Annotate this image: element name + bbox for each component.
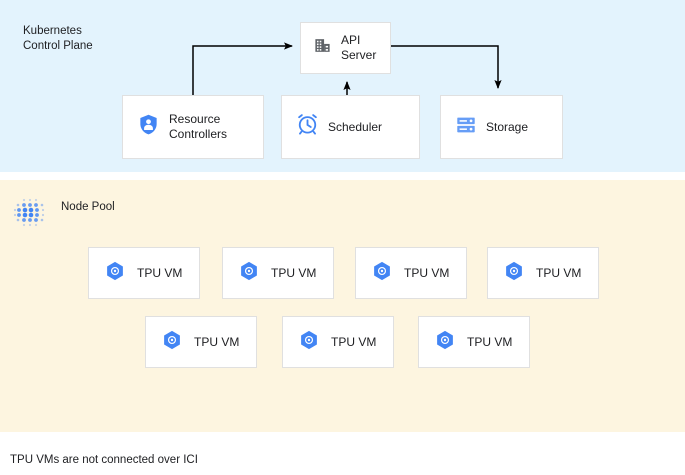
tpu-hexagon-icon [503,260,525,287]
tpu-hexagon-icon [434,329,456,356]
alarm-clock-icon [296,113,319,141]
node-storage-label: Storage [486,119,529,134]
node-resource-controllers-label: Resource Controllers [169,112,228,141]
node-tpu-vm-label: TPU VM [271,265,317,280]
node-tpu-vm-label: TPU VM [137,265,183,280]
server-rack-icon [455,114,477,141]
node-tpu-vm-label: TPU VM [536,265,582,280]
node-tpu-vm-label: TPU VM [331,334,377,349]
node-tpu-vm[interactable]: TPU VM [418,316,530,368]
node-pool-label: Node Pool [61,201,115,213]
tpu-hexagon-icon [161,329,183,356]
node-tpu-vm[interactable]: TPU VM [88,247,200,299]
footer-caption: TPU VMs are not connected over ICI [10,454,198,466]
node-tpu-vm-label: TPU VM [467,334,513,349]
node-scheduler-label: Scheduler [328,119,383,134]
building-icon [313,36,332,60]
node-tpu-vm-label: TPU VM [194,334,240,349]
control-plane-label: Kubernetes Control Plane [23,25,93,52]
node-scheduler[interactable]: Scheduler [281,95,420,159]
tpu-hexagon-icon [298,329,320,356]
node-tpu-vm[interactable]: TPU VM [222,247,334,299]
node-pool-section [0,180,685,432]
node-tpu-vm-label: TPU VM [404,265,450,280]
node-api-server-label: API Server [341,33,377,62]
node-tpu-vm[interactable]: TPU VM [145,316,257,368]
node-storage[interactable]: Storage [440,95,563,159]
node-tpu-vm[interactable]: TPU VM [355,247,467,299]
node-tpu-vm[interactable]: TPU VM [487,247,599,299]
tpu-hexagon-icon [238,260,260,287]
node-resource-controllers[interactable]: Resource Controllers [122,95,264,159]
tpu-hexagon-icon [371,260,393,287]
tpu-hexagon-icon [104,260,126,287]
node-tpu-vm[interactable]: TPU VM [282,316,394,368]
shield-person-icon [137,113,160,141]
node-api-server[interactable]: API Server [300,22,391,74]
dot-cluster-icon [11,194,49,237]
